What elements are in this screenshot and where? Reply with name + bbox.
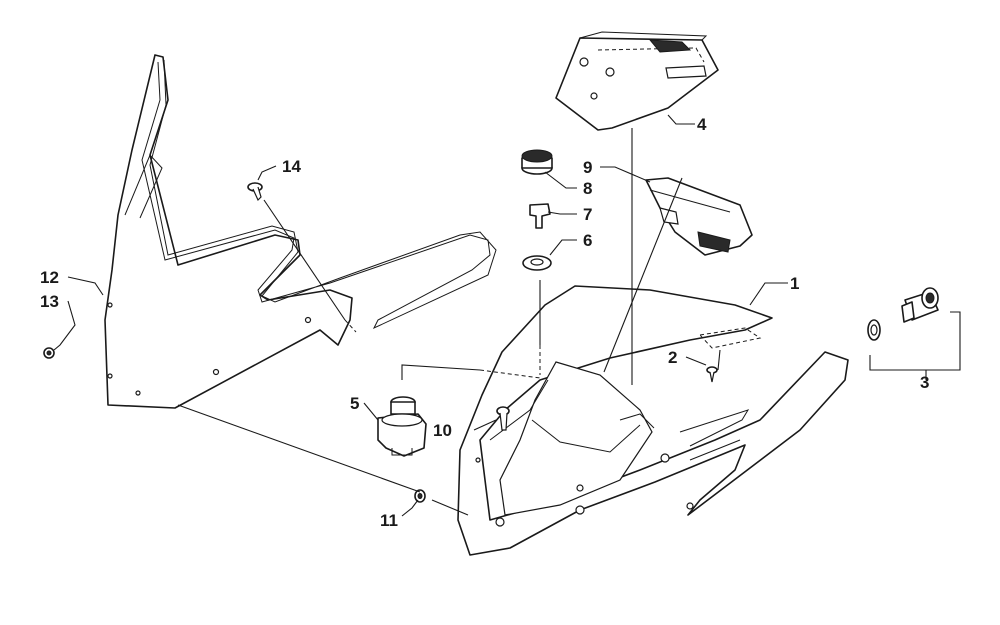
nut-part-11 xyxy=(414,489,426,503)
gauge-part xyxy=(645,177,753,256)
callout-4: 4 xyxy=(697,115,707,134)
callout-11: 11 xyxy=(380,511,398,530)
bolt-part-10 xyxy=(496,406,510,431)
cap-part xyxy=(521,149,553,175)
callout-13: 13 xyxy=(40,292,59,311)
callout-5: 5 xyxy=(350,394,359,413)
callout-2: 2 xyxy=(668,348,677,367)
callout-1: 1 xyxy=(790,274,799,293)
grommet-part xyxy=(522,255,552,271)
top-cover-part xyxy=(555,31,719,131)
callout-9: 9 xyxy=(583,158,592,177)
grommet-part-13 xyxy=(43,347,55,359)
screw-part-2 xyxy=(706,366,718,383)
rivet-part-14 xyxy=(247,182,263,202)
ignition-switch-part xyxy=(377,396,427,457)
callout-10: 10 xyxy=(433,421,452,440)
callout-6: 6 xyxy=(583,231,592,250)
power-outlet-part xyxy=(867,287,939,341)
callout-3: 3 xyxy=(920,373,929,392)
callout-14: 14 xyxy=(282,157,301,176)
windshield-part xyxy=(104,54,497,409)
callout-leaders xyxy=(53,114,961,517)
hood-part xyxy=(457,285,849,556)
key-part xyxy=(529,203,551,229)
callout-8: 8 xyxy=(583,179,592,198)
callout-12: 12 xyxy=(40,268,59,287)
callout-labels: 1 2 3 4 5 6 7 8 9 10 11 12 13 14 xyxy=(40,115,929,530)
assembly-lines xyxy=(177,128,721,516)
callout-7: 7 xyxy=(583,205,592,224)
